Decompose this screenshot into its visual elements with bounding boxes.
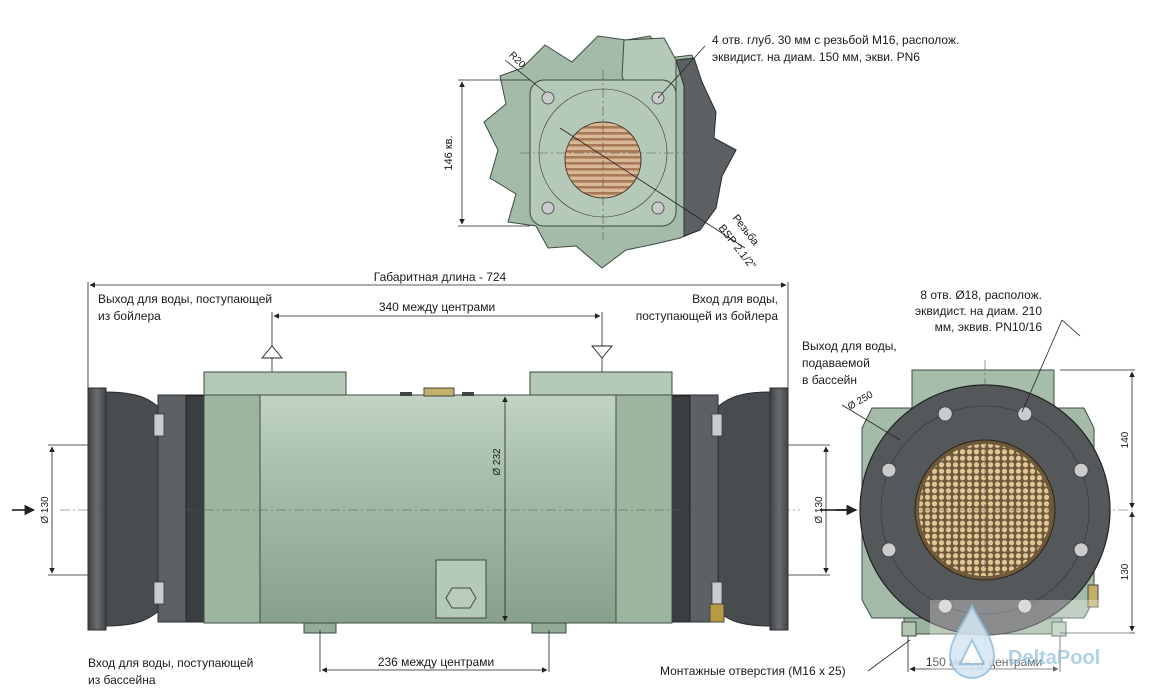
end-view-bolt-hole <box>1073 462 1089 478</box>
right-flange-plate <box>769 387 789 631</box>
top-view-thread-leader <box>559 127 746 249</box>
mount-bolt <box>709 603 725 623</box>
outlet-pool-label-2: подаваемой <box>802 356 870 370</box>
end-view-holes-leader-tick <box>1061 319 1081 337</box>
body-diameter-label: Ø 232 <box>492 448 503 476</box>
end-view-bolt-hole <box>1073 542 1089 558</box>
top-fitting <box>423 387 455 397</box>
inlet-pool-label-1: Вход для воды, поступающей <box>88 656 253 670</box>
outlet-boiler-label-1: Выход для воды, поступающей <box>98 292 272 306</box>
end-view-foot <box>1051 621 1067 637</box>
drain-plug <box>445 587 477 609</box>
delta-icon <box>958 637 986 665</box>
top-view-holes-note-2: эквидист. на диам. 150 мм, экви. PN6 <box>712 50 920 64</box>
inlet-flow-arrow-icon <box>591 345 613 359</box>
mount-holes-leader <box>867 639 911 672</box>
right-port-diameter-label: Ø 130 <box>814 496 825 524</box>
end-view-bolt-hole <box>937 598 953 614</box>
left-flange-plate <box>87 387 107 631</box>
side-view-bottom-centers-label: 236 между центрами <box>378 655 494 669</box>
side-view: Габаритная длина - 724 340 между центрам… <box>12 270 911 687</box>
end-view-holes-note-2: эквидист. на диам. 210 <box>915 304 1042 318</box>
top-view-side-face <box>675 57 737 237</box>
top-view-bolt-hole <box>541 91 555 105</box>
top-right-port <box>529 371 673 396</box>
end-view-130-label: 130 <box>1120 563 1131 580</box>
right-collar-ring <box>671 395 691 623</box>
end-view-bolt-hole <box>1017 406 1033 422</box>
end-view-mount-bolt <box>1087 584 1099 608</box>
top-left-port <box>203 371 347 396</box>
left-collar-ring <box>185 395 205 623</box>
top-view-square-dim-label: 146 кв. <box>443 135 455 170</box>
end-view: 140 130 Ø 250 150 между центрами 8 отв. … <box>802 288 1135 672</box>
bolt-head <box>711 413 723 437</box>
top-fitting <box>462 392 474 396</box>
top-view: 146 кв. R20 Резьба BSP 2.1/2" 4 отв. глу… <box>443 33 959 272</box>
end-view-140-label: 140 <box>1120 431 1131 448</box>
left-port-diameter-label: Ø 130 <box>40 496 51 524</box>
outlet-pool-label-3: в бассейн <box>802 373 857 387</box>
top-view-holes-note-1: 4 отв. глуб. 30 мм с резьбой М16, распол… <box>712 33 959 47</box>
end-view-holes-note-3: мм, эквив. PN10/16 <box>935 320 1043 334</box>
bottom-right-port <box>531 622 567 634</box>
end-view-bolt-hole <box>1017 598 1033 614</box>
outlet-boiler-label-2: из бойлера <box>98 309 161 323</box>
side-view-top-centers-label: 340 между центрами <box>379 300 495 314</box>
end-view-holes-note-1: 8 отв. Ø18, располож. <box>920 288 1042 302</box>
bolt-head <box>711 581 723 605</box>
mount-holes-label: Монтажные отверстия (М16 х 25) <box>660 664 846 678</box>
bottom-left-port <box>303 622 337 634</box>
bolt-head <box>153 413 165 437</box>
bolt-head <box>153 581 165 605</box>
end-view-bolt-hole <box>937 406 953 422</box>
watermark-brand: DeltaPool <box>1008 647 1100 669</box>
outlet-flow-arrow-icon <box>261 345 283 359</box>
outlet-pool-label-1: Выход для воды, <box>802 339 897 353</box>
top-view-bolt-hole <box>651 201 665 215</box>
end-view-holes-leader <box>1021 319 1063 413</box>
end-view-bolts <box>881 406 1089 614</box>
inlet-boiler-label-1: Вход для воды, <box>692 292 778 306</box>
top-fitting <box>400 392 412 396</box>
right-end-casting <box>615 394 673 624</box>
top-view-holes-leader <box>657 45 706 99</box>
side-view-overall-length-label: Габаритная длина - 724 <box>374 270 507 284</box>
right-flange-bell <box>715 391 771 627</box>
left-flange-bell <box>105 391 161 627</box>
deltapool-watermark: DeltaPool <box>930 600 1130 680</box>
end-view-bolt-hole <box>881 542 897 558</box>
top-view-radius-leader <box>504 59 546 93</box>
inlet-pool-label-2: из бассейна <box>88 673 156 687</box>
inlet-boiler-label-2: поступающей из бойлера <box>636 309 779 323</box>
end-view-bolt-hole <box>881 462 897 478</box>
end-view-foot <box>901 621 917 637</box>
left-end-casting <box>203 394 261 624</box>
end-view-flange-leader <box>841 404 901 441</box>
top-view-bolt-hole <box>541 201 555 215</box>
